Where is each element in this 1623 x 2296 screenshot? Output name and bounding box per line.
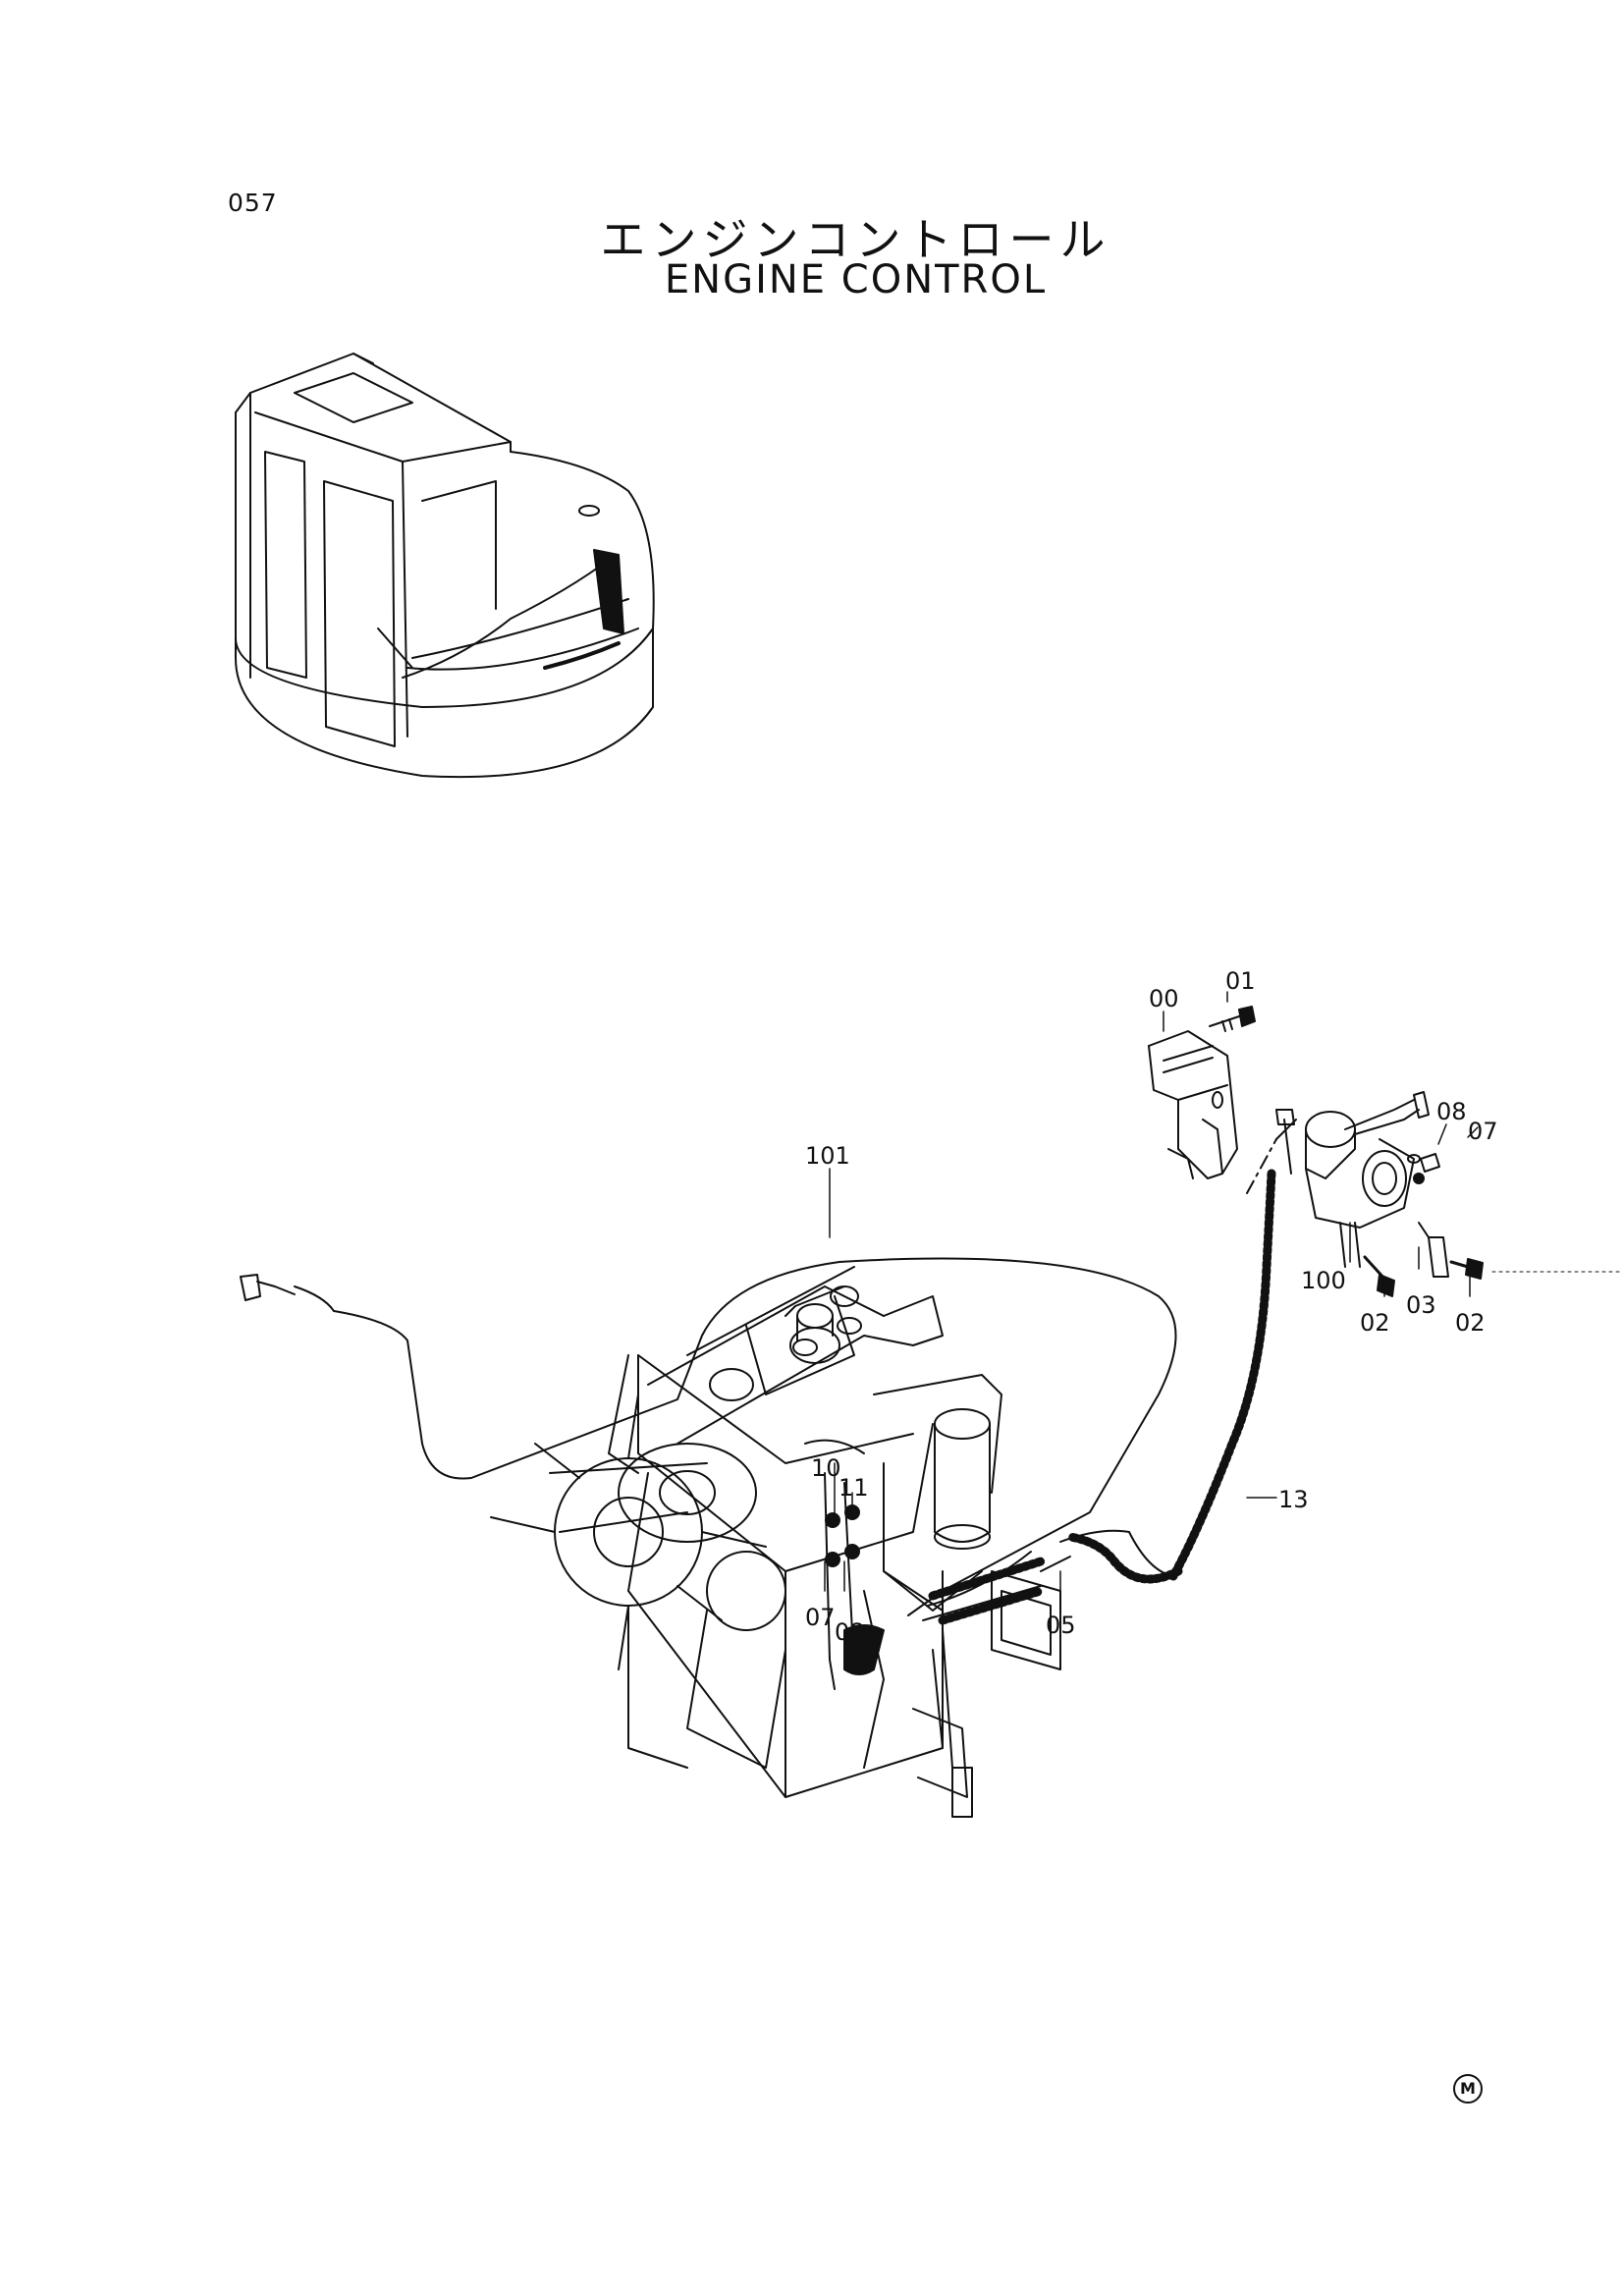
callout-01: 01 [1225, 967, 1256, 995]
actuator-100 [1275, 1091, 1430, 1268]
callout-13: 13 [1278, 1486, 1309, 1513]
callout-08: 08 [1436, 1098, 1467, 1125]
title-japanese: エンジンコントロール [600, 213, 1111, 266]
callout-10: 10 [811, 1454, 841, 1482]
small-parts [1363, 1153, 1621, 1297]
page-number: 057 [228, 189, 278, 217]
callout-00: 00 [1149, 985, 1179, 1012]
bolt-01 [1209, 1006, 1256, 1032]
leader-lines [824, 991, 1479, 1612]
engine-illustration [490, 1266, 1061, 1818]
callout-07-engine: 07 [805, 1604, 836, 1631]
registered-mark-icon: M [1453, 2074, 1483, 2104]
callout-100: 100 [1301, 1267, 1346, 1294]
bracket-00 [1148, 1030, 1238, 1179]
callout-08-engine: 08 [835, 1618, 865, 1646]
excavator-overview-illustration [235, 353, 655, 779]
callout-05: 05 [1046, 1612, 1076, 1639]
spiral-cable-13 [928, 1119, 1297, 1625]
callout-101: 101 [805, 1142, 850, 1170]
callout-03: 03 [1406, 1291, 1436, 1319]
callout-02-left: 02 [1360, 1309, 1390, 1337]
callout-11: 11 [839, 1474, 869, 1502]
title-english: ENGINE CONTROL [664, 257, 1048, 302]
callout-07: 07 [1468, 1118, 1498, 1145]
callout-02-right: 02 [1455, 1309, 1486, 1337]
